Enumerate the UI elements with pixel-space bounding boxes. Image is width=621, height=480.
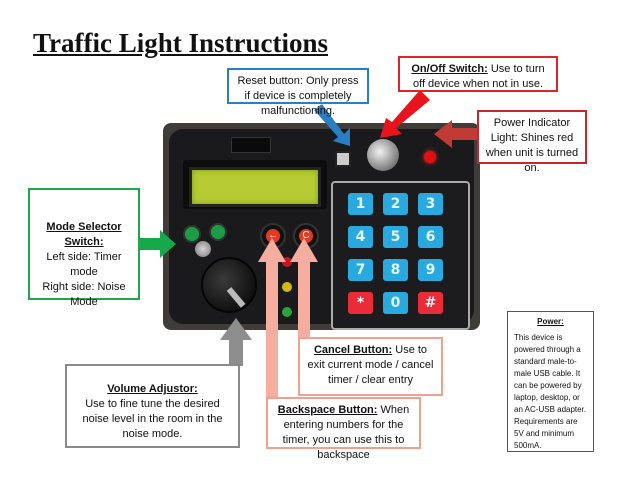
key-7[interactable]: 7 — [348, 259, 373, 281]
mode-selector-callout: Mode Selector Switch: Left side: Timer m… — [28, 188, 140, 308]
backspace-arrow-icon: ← — [266, 229, 280, 243]
yellow-light — [282, 282, 292, 292]
power-callout: Power: This device is powered through a … — [507, 311, 594, 452]
cancel-callout: Cancel Button: Use to exit current mode … — [298, 337, 443, 396]
onoff-callout-text: Use to turn off device when not in use. — [412, 63, 545, 90]
backspace-callout-text: When entering numbers for the timer, you… — [282, 404, 410, 461]
onoff-callout-heading: On/Off Switch: — [411, 63, 488, 75]
mode-callout-heading: Mode Selector Switch: — [46, 221, 122, 248]
page-title: Traffic Light Instructions — [33, 28, 328, 58]
key-3[interactable]: 3 — [418, 193, 443, 215]
onoff-arrow-icon — [380, 90, 430, 138]
backspace-callout-heading: Backspace Button: — [277, 404, 378, 416]
volume-arrow-icon — [220, 318, 252, 366]
power-indicator-light — [424, 151, 436, 163]
device-faceplate: ← C 1 2 3 4 5 6 7 8 9 * 0 # — [169, 129, 474, 330]
onoff-callout: On/Off Switch: Use to turn off device wh… — [398, 56, 558, 92]
reset-callout-text: Reset button: Only press if device is co… — [237, 75, 359, 117]
volume-callout-text: Use to fine tune the desired noise level… — [82, 398, 223, 440]
mode-callout-line1: Left side: Timer mode — [46, 251, 122, 278]
key-6[interactable]: 6 — [418, 226, 443, 248]
green-light — [282, 307, 292, 317]
usb-port — [231, 137, 271, 153]
volume-callout-heading: Volume Adjustor: — [107, 383, 198, 395]
power-light-callout-text: Power Indicator Light: Shines red when u… — [485, 117, 579, 174]
reset-callout: Reset button: Only press if device is co… — [227, 68, 369, 117]
key-9[interactable]: 9 — [418, 259, 443, 281]
cancel-callout-heading: Cancel Button: — [313, 344, 393, 356]
backspace-arrow-pointer-icon — [258, 238, 286, 397]
power-light-callout: Power Indicator Light: Shines red when u… — [477, 110, 587, 174]
reset-arrow-icon — [314, 104, 350, 146]
reset-button[interactable] — [335, 151, 351, 167]
volume-adjustor-knob[interactable] — [201, 257, 257, 313]
key-4[interactable]: 4 — [348, 226, 373, 248]
traffic-light-device: ← C 1 2 3 4 5 6 7 8 9 * 0 # — [163, 123, 480, 330]
numeric-keypad: 1 2 3 4 5 6 7 8 9 * 0 # — [331, 181, 470, 330]
volume-callout: Volume Adjustor: Use to fine tune the de… — [65, 364, 240, 448]
mode-callout-line2: Right side: Noise Mode — [42, 281, 126, 308]
lcd-display — [189, 167, 321, 207]
cancel-arrow-pointer-icon — [290, 238, 318, 340]
key-hash[interactable]: # — [418, 292, 443, 314]
mode-arrow-icon — [140, 230, 176, 258]
power-light-arrow-icon — [434, 120, 478, 148]
cancel-button[interactable]: C — [293, 223, 319, 249]
on-off-switch[interactable] — [367, 139, 399, 171]
cancel-callout-text: Use to exit current mode / cancel timer … — [307, 344, 434, 386]
key-0[interactable]: 0 — [383, 292, 408, 314]
key-5[interactable]: 5 — [383, 226, 408, 248]
cancel-c-icon: C — [299, 229, 313, 243]
backspace-callout: Backspace Button: When entering numbers … — [266, 397, 421, 461]
mode-green-button-right[interactable] — [209, 223, 227, 241]
red-light — [282, 257, 292, 267]
power-callout-heading: Power: — [537, 317, 564, 326]
key-2[interactable]: 2 — [383, 193, 408, 215]
key-8[interactable]: 8 — [383, 259, 408, 281]
key-1[interactable]: 1 — [348, 193, 373, 215]
mode-selector-switch[interactable] — [195, 241, 211, 257]
key-star[interactable]: * — [348, 292, 373, 314]
power-callout-text: This device is powered through a standar… — [514, 333, 587, 450]
mode-green-button-left[interactable] — [183, 225, 201, 243]
